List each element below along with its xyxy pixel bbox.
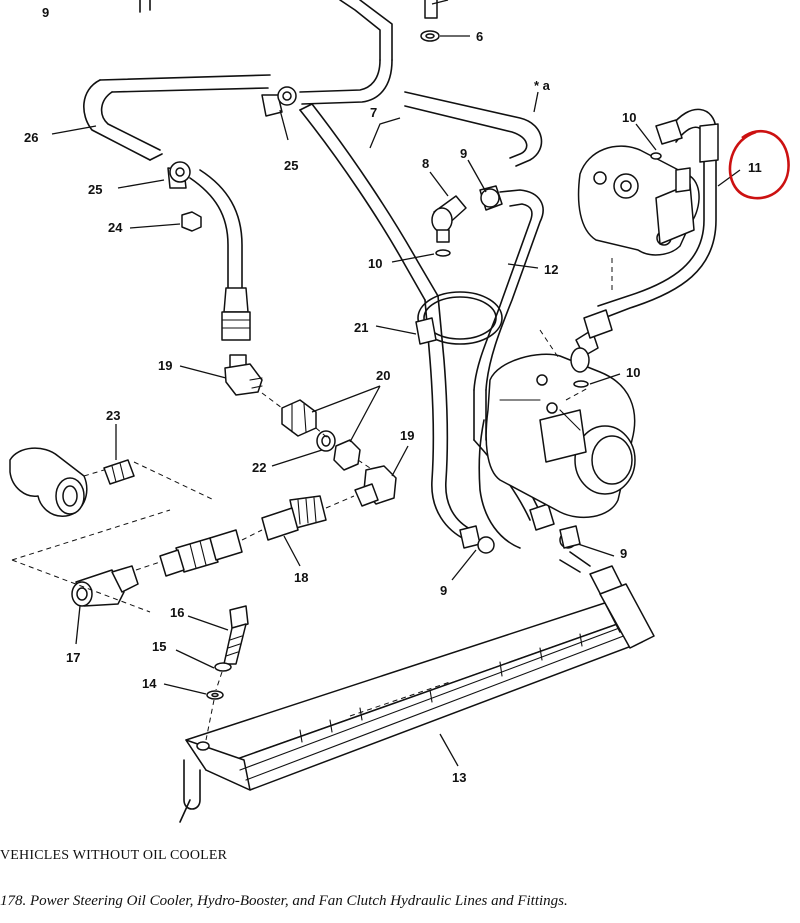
callout-21: 21 — [354, 320, 368, 335]
fittings-20-22 — [261, 392, 371, 471]
leader-lines — [51, 0, 741, 767]
callout-a: * a — [534, 78, 551, 93]
hose-7 — [299, 91, 543, 301]
callout-7: 7 — [370, 105, 377, 120]
clamp-25-upper — [261, 86, 297, 117]
bolt-16 — [205, 605, 249, 741]
callout-labels: 9 6 26 25 24 25 7 * a 10 11 8 9 10 12 21… — [24, 5, 762, 785]
callout-26: 26 — [24, 130, 38, 145]
callout-9-b: 9 — [440, 583, 447, 598]
callout-25-upper: 25 — [284, 158, 298, 173]
callout-19-upper: 19 — [158, 358, 172, 373]
figure-note: VEHICLES WITHOUT OIL COOLER — [0, 848, 228, 863]
callout-12: 12 — [544, 262, 558, 277]
connector-23 — [9, 447, 215, 517]
callout-20: 20 — [376, 368, 390, 383]
hose-to-19 — [189, 169, 263, 396]
callout-18: 18 — [294, 570, 308, 585]
highlight-circle-11 — [728, 129, 790, 200]
callout-16: 16 — [170, 605, 184, 620]
fittings-17-19-18 — [11, 465, 397, 613]
callout-24: 24 — [108, 220, 123, 235]
clamp-21 — [415, 291, 503, 345]
clamp-25-lower — [167, 161, 191, 189]
callout-14: 14 — [142, 676, 157, 691]
hose-26 — [83, 0, 271, 161]
callout-9-a: 9 — [460, 146, 467, 161]
hose-down — [424, 295, 581, 554]
callout-6: 6 — [476, 29, 483, 44]
callout-25-lower: 25 — [88, 182, 102, 197]
figure-title: 178. Power Steering Oil Cooler, Hydro-Bo… — [0, 893, 568, 909]
callout-13: 13 — [452, 770, 466, 785]
callout-23: 23 — [106, 408, 120, 423]
hose-11 — [583, 108, 719, 339]
nut-24 — [181, 211, 202, 232]
callout-17: 17 — [66, 650, 80, 665]
callout-8: 8 — [422, 156, 429, 171]
callout-10-top: 10 — [622, 110, 636, 125]
callout-10-mid: 10 — [368, 256, 382, 271]
top-fittings — [299, 0, 440, 105]
callout-22: 22 — [252, 460, 266, 475]
callout-15: 15 — [152, 639, 166, 654]
callout-9-top: 9 — [42, 5, 49, 20]
pump — [577, 145, 700, 290]
callout-11: 11 — [748, 160, 762, 175]
oil-cooler-13 — [179, 551, 655, 823]
hydro-booster — [485, 329, 636, 519]
callout-19-lower: 19 — [400, 428, 414, 443]
fitting-8 — [431, 185, 503, 257]
callout-10-right: 10 — [626, 365, 640, 380]
callout-9-c: 9 — [620, 546, 627, 561]
